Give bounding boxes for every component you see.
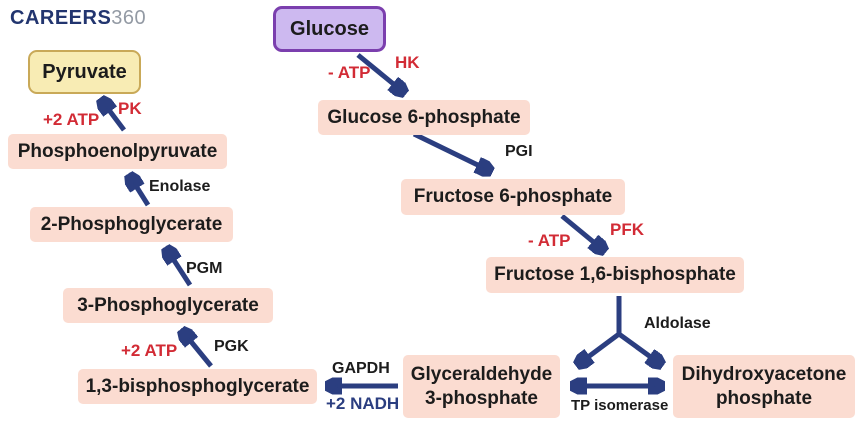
node-glyceraldehyde-3-phosphate: Glyceraldehyde 3-phosphate bbox=[403, 355, 560, 418]
enzyme-label-pgk: PGK bbox=[214, 338, 249, 355]
arrow-aldolase-to-g3p bbox=[580, 331, 621, 363]
enzyme-label-pgm: PGM bbox=[186, 260, 223, 277]
enzyme-label-aldolase: Aldolase bbox=[644, 315, 711, 332]
arrow-f6p-to-f16bp bbox=[560, 214, 602, 249]
node-fructose-6-phosphate: Fructose 6-phosphate bbox=[401, 179, 625, 215]
cofactor-label-hk-atp: - ATP bbox=[328, 63, 371, 82]
cofactor-label-pfk-atp: - ATP bbox=[528, 231, 571, 250]
node-pyruvate: Pyruvate bbox=[28, 50, 141, 94]
node-2-phosphoglycerate: 2-Phosphoglycerate bbox=[30, 207, 233, 242]
node-glucose: Glucose bbox=[273, 6, 386, 52]
node-dihydroxyacetone-phosphate: Dihydroxyacetone phosphate bbox=[673, 355, 855, 418]
cofactor-label-gapdh-nadh: +2 NADH bbox=[326, 394, 400, 413]
arrow-bpg-to-pg3 bbox=[184, 333, 213, 368]
logo-suffix-text: 360 bbox=[111, 7, 147, 29]
cofactor-label-pk-atp: +2 ATP bbox=[43, 110, 100, 129]
node-phosphoenolpyruvate: Phosphoenolpyruvate bbox=[8, 134, 227, 169]
arrow-g6p-to-f6p bbox=[412, 131, 488, 170]
arrow-aldolase-to-dhap bbox=[617, 331, 659, 363]
careers360-logo: CAREERS360 bbox=[10, 7, 146, 30]
enzyme-label-gapdh: GAPDH bbox=[332, 360, 390, 377]
logo-brand-text: CAREERS bbox=[10, 7, 112, 29]
enzyme-label-pfk: PFK bbox=[610, 220, 644, 239]
node-fructose-16-bisphosphate: Fructose 1,6-bisphosphate bbox=[486, 257, 744, 293]
arrow-glucose-to-g6p bbox=[356, 53, 402, 91]
enzyme-label-pk: PK bbox=[118, 99, 142, 118]
node-glucose-6-phosphate: Glucose 6-phosphate bbox=[318, 100, 530, 135]
arrow-pg3-to-pg2 bbox=[168, 251, 193, 287]
cofactor-label-pgk-atp: +2 ATP bbox=[121, 341, 178, 360]
enzyme-label-enolase: Enolase bbox=[149, 178, 211, 195]
node-3-phosphoglycerate: 3-Phosphoglycerate bbox=[63, 288, 273, 323]
enzyme-label-pgi: PGI bbox=[505, 143, 533, 160]
enzyme-label-hk: HK bbox=[395, 53, 420, 72]
arrow-pg2-to-pep bbox=[131, 178, 151, 207]
enzyme-label-tp-isomerase: TP isomerase bbox=[571, 397, 669, 414]
node-13-bisphosphoglycerate: 1,3-bisphosphoglycerate bbox=[78, 369, 317, 404]
arrow-pep-to-pyruvate bbox=[103, 102, 126, 132]
